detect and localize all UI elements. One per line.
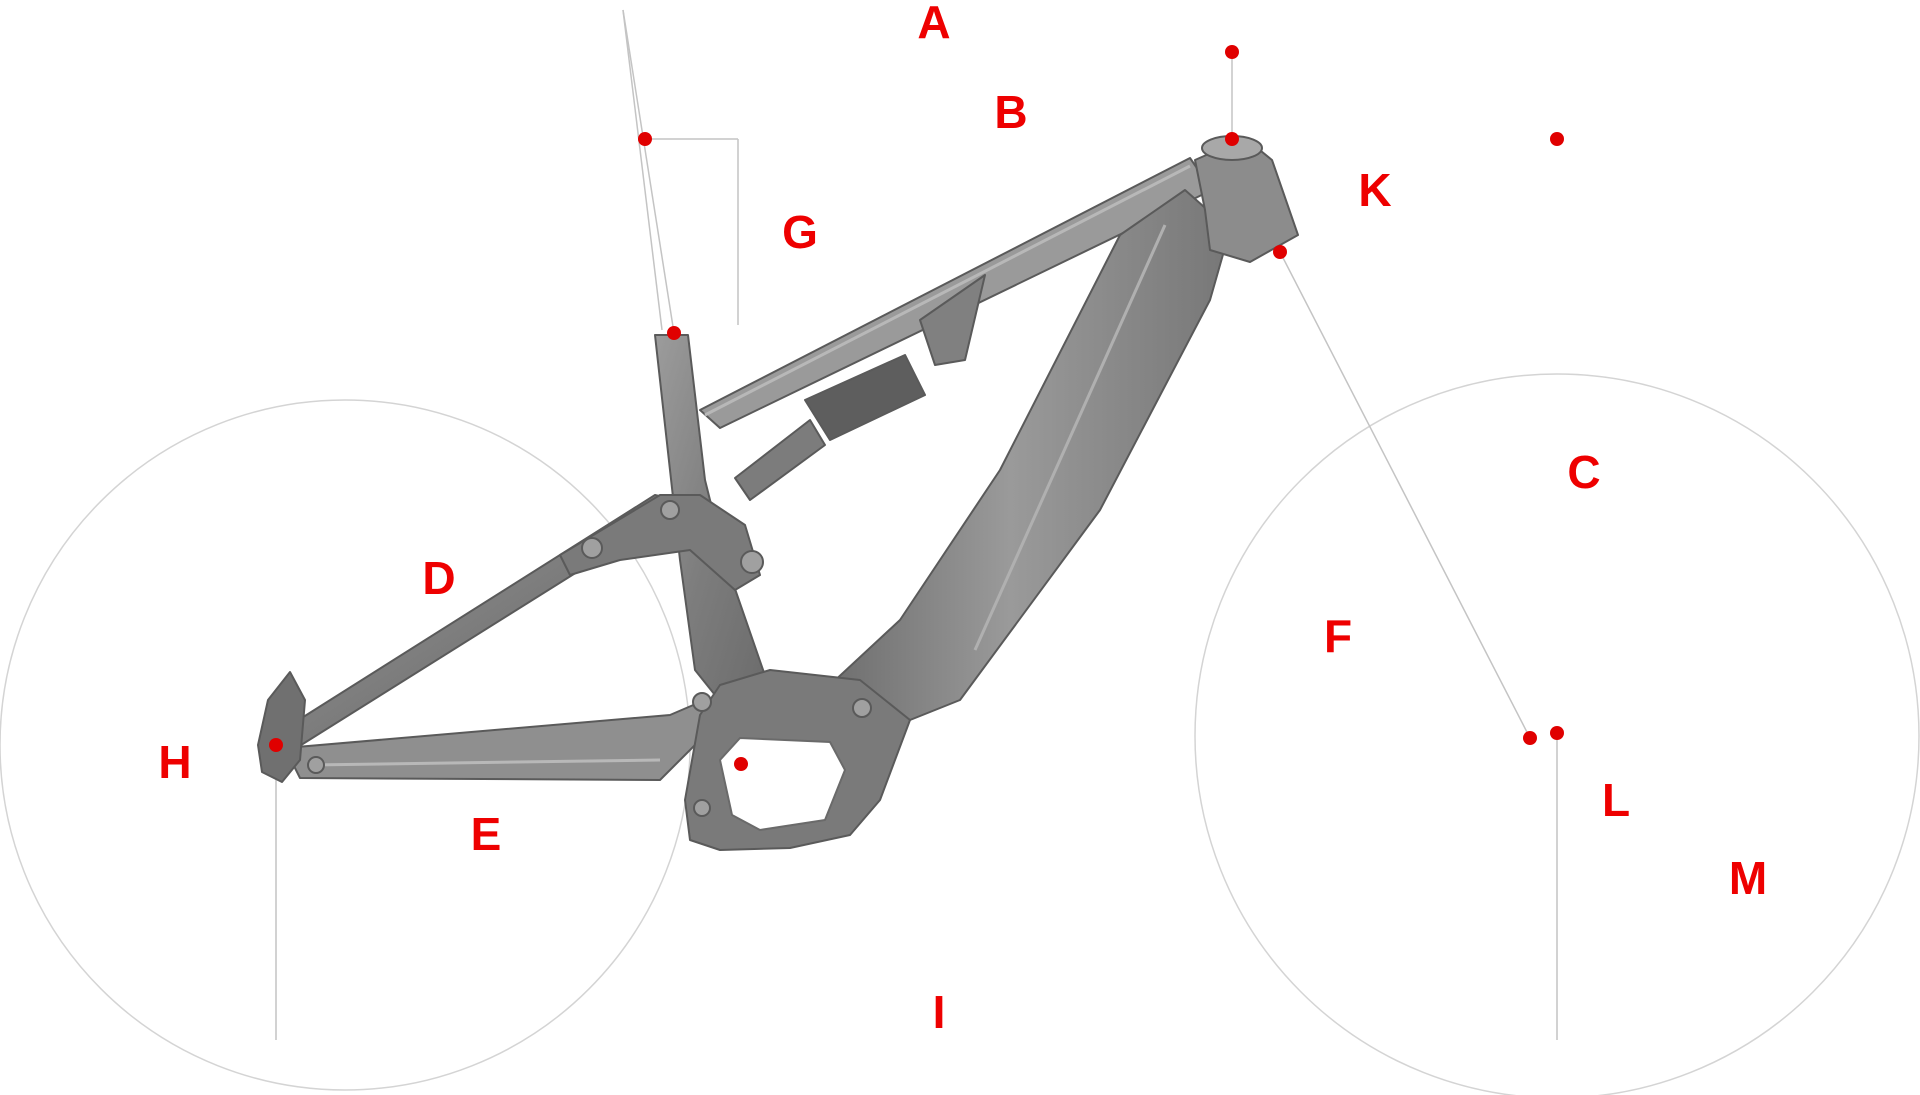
dimension-labels: AB C D E F G H I K L M	[158, 0, 1767, 1038]
measurement-point	[1550, 132, 1564, 146]
dimension-label-d: D	[422, 552, 455, 604]
dimension-label-m: M	[1729, 852, 1767, 904]
bike-frame	[257, 135, 1299, 851]
measurement-point	[1550, 726, 1564, 740]
dimension-label-f: F	[1324, 610, 1352, 662]
guide-lines	[275, 9, 1558, 1040]
front-wheel-outline	[1194, 373, 1920, 1095]
dimension-label-i: I	[933, 986, 946, 1038]
motor-cutout	[719, 737, 846, 831]
measurement-point	[269, 738, 283, 752]
dimension-label-a: A	[917, 0, 950, 48]
dimension-label-k: K	[1358, 164, 1391, 216]
motor-bolt-1	[692, 692, 712, 712]
dimension-label-g: G	[782, 206, 818, 258]
dimension-label-b: B	[994, 86, 1027, 138]
measurement-point	[1273, 245, 1287, 259]
measurement-point	[1523, 731, 1537, 745]
measurement-point	[734, 757, 748, 771]
measurement-point	[638, 132, 652, 146]
rear-shock-body	[804, 354, 926, 441]
rear-dropout	[257, 671, 306, 783]
rear-shock-shaft	[734, 419, 826, 501]
dimension-label-h: H	[158, 736, 191, 788]
shock-mount	[919, 274, 986, 366]
dropout-pivot	[307, 756, 325, 774]
rocker-pivot-3	[740, 550, 764, 574]
measurement-point	[667, 326, 681, 340]
dimension-label-c: C	[1567, 446, 1600, 498]
measurement-points	[269, 45, 1564, 771]
dimension-label-l: L	[1602, 774, 1630, 826]
measurement-point	[1225, 45, 1239, 59]
rocker-pivot-1	[581, 537, 603, 559]
motor-bolt-2	[852, 698, 872, 718]
motor-bolt-3	[693, 799, 711, 817]
measurement-point	[1225, 132, 1239, 146]
dimension-label-e: E	[471, 808, 502, 860]
rocker-link	[559, 494, 761, 591]
rocker-pivot-2	[660, 500, 680, 520]
